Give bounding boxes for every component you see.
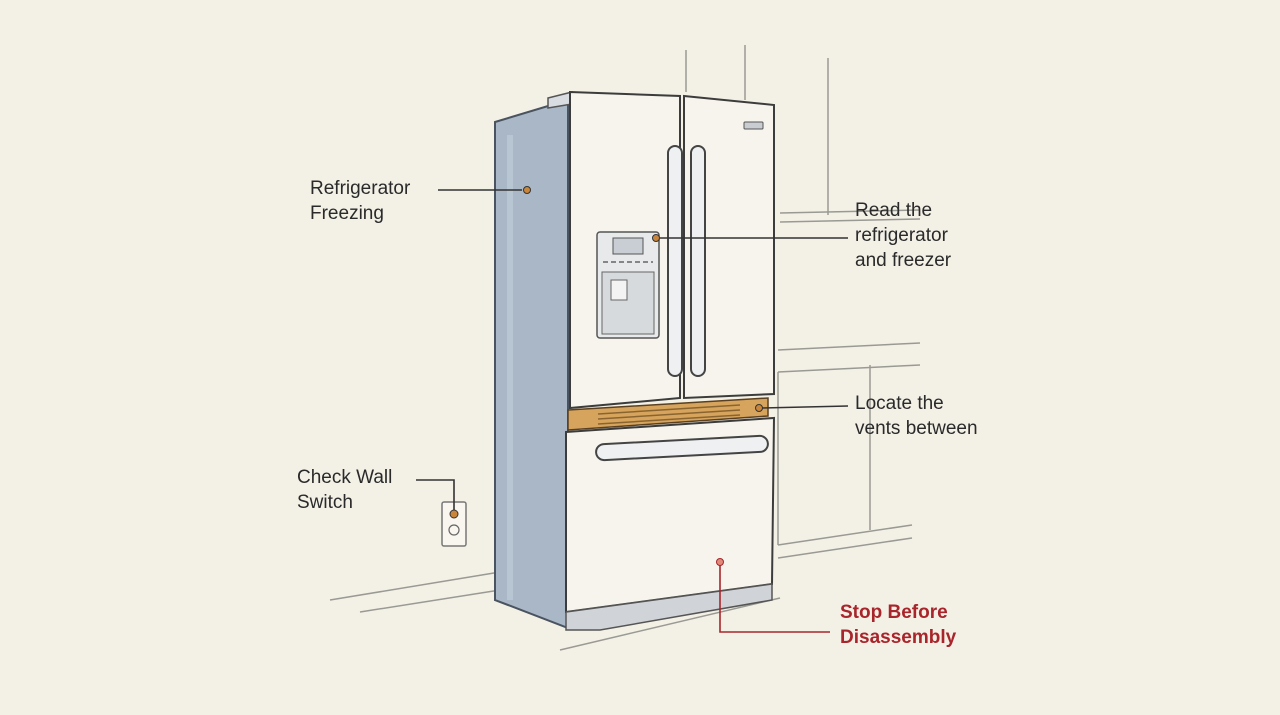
badge — [743, 121, 764, 130]
callout-locate-vents: Locate the vents between — [855, 393, 978, 439]
callout-lines — [416, 189, 849, 633]
callout-dots — [449, 186, 763, 566]
callout-refrigerator-freezing: Refrigerator Freezing — [310, 178, 411, 224]
freezer-handle — [595, 434, 769, 462]
refrigerator-side-panel — [494, 98, 569, 630]
right-door — [683, 94, 775, 400]
water-dispenser — [596, 231, 660, 339]
callout-check-wall-switch: Check Wall Switch — [297, 467, 393, 513]
left-door-handle — [667, 145, 683, 377]
kitchen-background — [329, 45, 921, 651]
callout-stop-before-disassembly: Stop Before Disassembly — [840, 602, 957, 648]
refrigerator — [494, 90, 776, 631]
callout-read-controls: Read the refrigerator and freezer — [855, 200, 952, 271]
right-door-handle — [690, 145, 706, 377]
